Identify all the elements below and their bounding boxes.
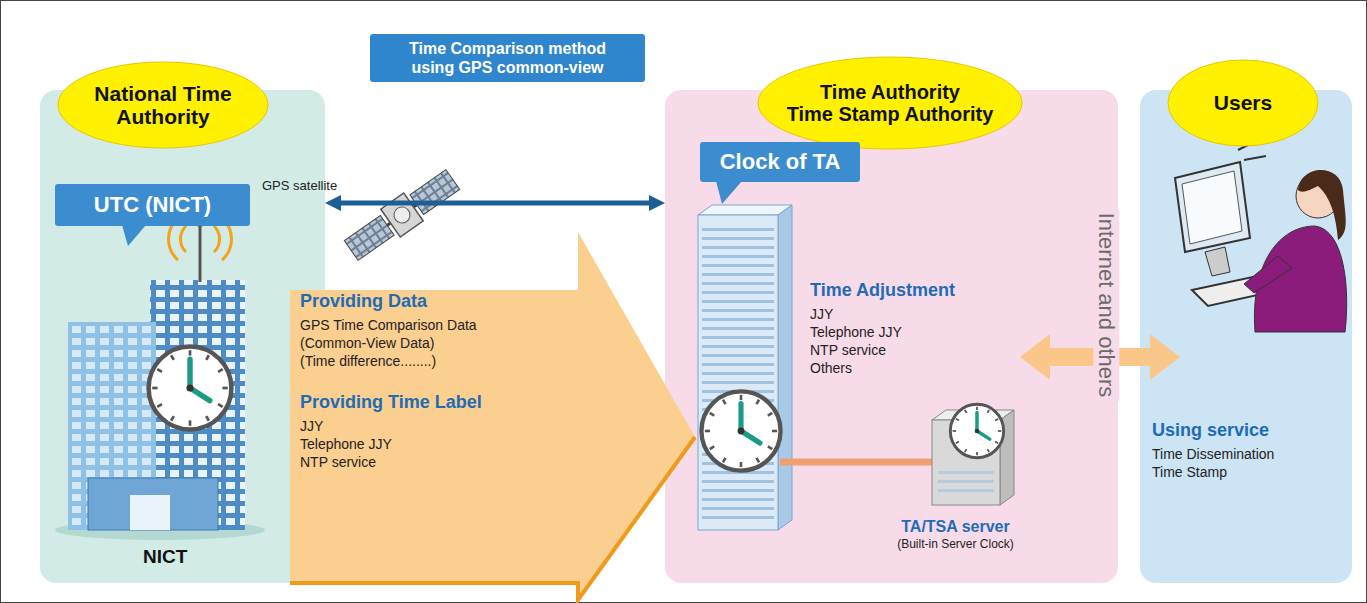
callout-tail	[716, 181, 742, 204]
node-text: Telephone JJY	[810, 324, 902, 341]
text-holder: Clock of TA	[720, 149, 841, 175]
art-part	[1244, 256, 1292, 293]
node-text: NTP service	[300, 454, 376, 471]
satellite-label: GPS satellite	[262, 178, 337, 193]
node-text: Time Adjustment	[810, 280, 955, 302]
text-holder: National Time Authority	[81, 82, 246, 128]
art-part	[701, 391, 780, 470]
node-text: JJY	[810, 306, 833, 323]
tsa-server	[932, 404, 1014, 505]
heading-ellipse: Time AuthorityTime Stamp Authority	[758, 57, 1022, 149]
callout-tail	[122, 225, 146, 246]
arrow-shape	[290, 232, 695, 600]
art-part	[698, 215, 778, 530]
ellipse-fill	[58, 62, 268, 148]
authority-panel	[40, 90, 325, 583]
art-part	[344, 215, 394, 260]
server-label: TA/TSA server(Built-in Server Clock)	[868, 512, 1043, 558]
node-text: Time Stamp Authority	[787, 103, 994, 125]
gps-satellite	[341, 166, 462, 265]
art-part	[1205, 247, 1230, 276]
art-part	[1298, 170, 1346, 240]
node-text: (Time difference........)	[300, 353, 436, 370]
edge-label: Internet and others	[1093, 210, 1119, 401]
node-text: Telephone JJY	[300, 436, 392, 453]
node-text: Time Dissemination	[1152, 446, 1274, 463]
node-text: NTP service	[810, 342, 886, 359]
text-holder: TA/TSA server(Built-in Server Clock)	[897, 517, 1014, 553]
art-part	[938, 470, 994, 496]
art-part	[199, 222, 202, 282]
text-holder: Users	[1214, 91, 1272, 114]
users-panel: Using serviceTime DisseminationTime Stam…	[1140, 90, 1352, 583]
nict-building	[55, 217, 265, 540]
authority-panel: NICTNational Time AuthorityUTC (NICT)	[40, 90, 325, 583]
art-part	[950, 404, 1003, 457]
node-text: JJY	[300, 418, 323, 435]
art-part	[410, 170, 460, 215]
node-text: Time Authority	[787, 81, 994, 103]
node-text: GPS Time Comparison Data	[300, 317, 477, 334]
ellipse-fill	[1168, 60, 1318, 146]
heading-ellipse: Users	[1168, 60, 1318, 146]
node-text: (Common-View Data)	[300, 335, 434, 352]
ellipse-fill	[758, 57, 1022, 149]
node-text: Providing Data	[300, 291, 427, 313]
node-text: TA/TSA server	[897, 517, 1014, 537]
node-text: Using service	[1152, 420, 1269, 442]
art-part	[391, 204, 413, 226]
ta-panel	[665, 90, 1118, 583]
text-holder: Time AuthorityTime Stamp Authority	[787, 81, 994, 125]
gps-link	[341, 201, 649, 206]
node-text: UTC (NICT)	[94, 192, 211, 218]
art-part	[149, 347, 232, 430]
callout-box: Clock of TA	[700, 142, 860, 182]
text-holder: UTC (NICT)	[94, 192, 211, 218]
art-part	[778, 205, 792, 530]
node-text: Providing Time Label	[300, 392, 482, 414]
node-text: Clock of TA	[720, 149, 841, 175]
node-text: (Built-in Server Clock)	[897, 537, 1014, 553]
method-box: Time Comparison method using GPS common-…	[370, 34, 645, 82]
text-holder: Time Comparison method using GPS common-…	[400, 39, 615, 77]
art-part	[88, 478, 218, 530]
art-part	[381, 193, 423, 237]
heading-ellipse: National Time Authority	[58, 62, 268, 148]
node-text: Users	[1214, 91, 1272, 114]
arrow-edge	[290, 437, 695, 600]
art-part	[1182, 171, 1242, 244]
node-text: NICT	[143, 546, 187, 569]
art-part	[780, 459, 935, 466]
node-text: Others	[810, 360, 852, 377]
art-part	[130, 495, 170, 530]
node-text: National Time Authority	[81, 82, 246, 128]
arrow-fill	[290, 232, 695, 600]
users-panel	[1140, 90, 1352, 583]
callout-box: UTC (NICT)	[55, 184, 250, 226]
user-at-computer	[1175, 118, 1347, 332]
ta-panel: Time AdjustmentJJYTelephone JJYNTP servi…	[665, 90, 1118, 583]
provide-arrow: Providing DataGPS Time Comparison Data(C…	[290, 232, 695, 600]
node-text: Time Comparison method using GPS common-…	[400, 39, 615, 77]
art-part	[702, 222, 774, 522]
art-part	[1175, 162, 1250, 252]
node-text: Time Stamp	[1152, 464, 1227, 481]
art-part	[698, 205, 792, 215]
ta-clock-server	[698, 205, 935, 530]
